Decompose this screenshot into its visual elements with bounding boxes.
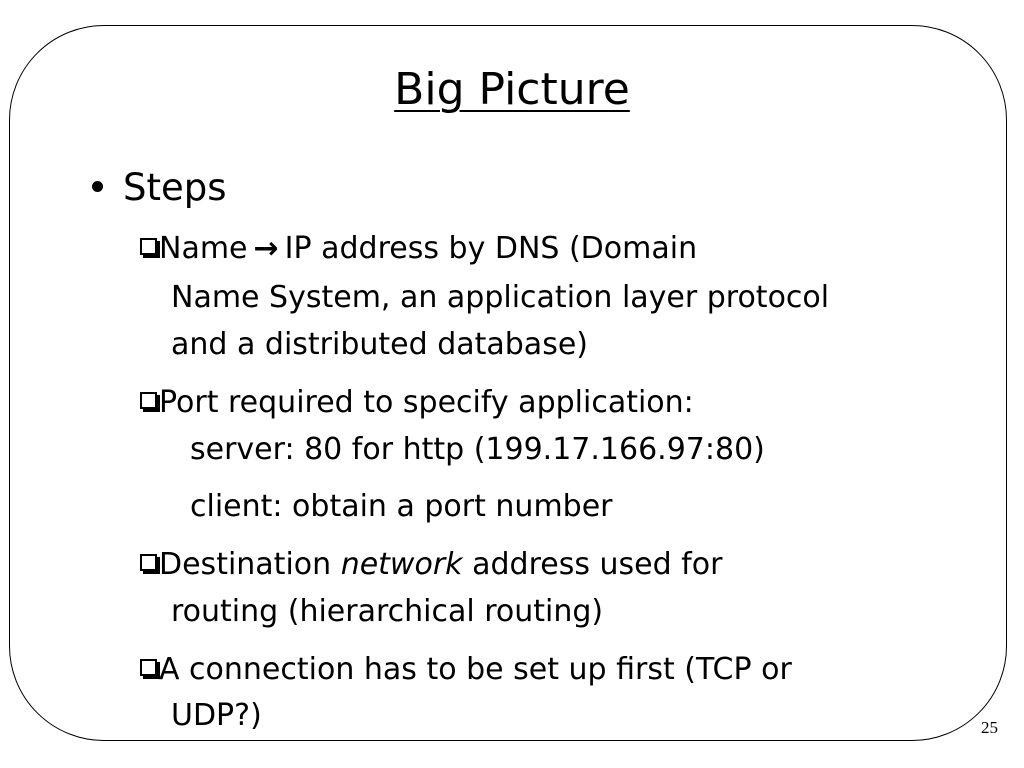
list-item-4-line-2: UDP?) [171,698,262,733]
list-item-4-line-1: A connection has to be set up first (TCP… [140,651,792,689]
checkbox-icon [140,659,160,679]
list-item-3-line-1: Destination network address used for [140,546,722,584]
slide-title: Big Picture [394,64,630,115]
list-item-1-line-2: Name System, an application layer protoc… [171,280,830,315]
checkbox-icon [140,238,160,258]
list-item-2-line-2: server: 80 for http (199.17.166.97:80) [190,432,765,467]
page-number: 25 [981,718,998,737]
list-item-1-line-1: Name→IP address by DNS (Domain [140,230,697,268]
bullet-steps: Steps [92,165,227,211]
list-item-3-line-2: routing (hierarchical routing) [171,594,604,629]
bullet-steps-label: Steps [123,166,227,209]
slide-frame [9,25,1007,741]
checkbox-icon [140,392,160,412]
list-item-2-line-1: Port required to specify application: [140,384,694,422]
emphasis-network: network [340,547,463,582]
list-item-1-line-3: and a distributed database) [171,327,588,362]
bullet-dot-icon [92,181,103,192]
right-arrow-icon: → [253,231,279,266]
list-item-2-line-3: client: obtain a port number [190,489,613,524]
checkbox-icon [140,554,160,574]
